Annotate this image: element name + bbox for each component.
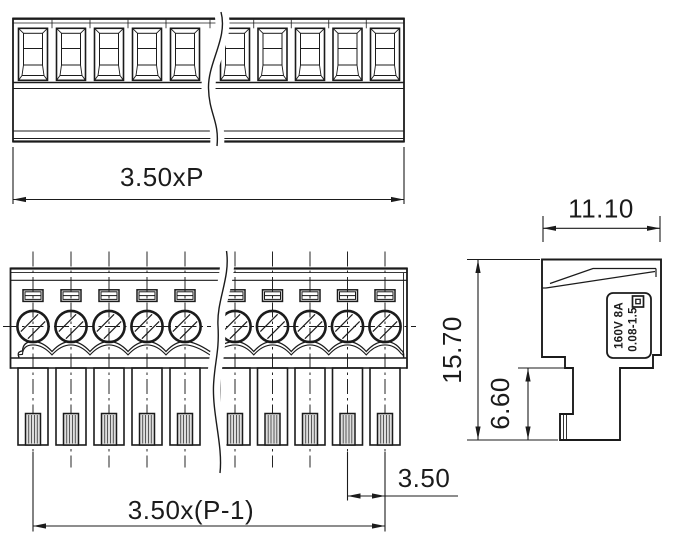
- dimensions: 3.50xP 11.10 15.70 6.60 3.50: [12, 147, 661, 532]
- fv-release-slot: [261, 289, 284, 303]
- fv-release-slot: [374, 289, 396, 303]
- screw-slot-hatch: [65, 320, 84, 340]
- screw-slot-hatch: [304, 320, 323, 340]
- tv-slot-row: [17, 19, 401, 82]
- dim-label-body-height: 15.70: [437, 316, 467, 384]
- side-view: 160V 8A 0.08-1.5: [541, 258, 662, 441]
- arrowhead-icon: [391, 196, 404, 203]
- screw-slot-hatch: [134, 313, 153, 333]
- arrowhead-icon: [475, 260, 481, 273]
- arrowhead-icon: [647, 225, 660, 231]
- tv-slot: [257, 27, 288, 82]
- dim-label-overall-width: 3.50xP: [120, 162, 204, 192]
- dim-body-height: 15.70: [437, 258, 558, 441]
- arrowhead-icon: [13, 196, 26, 203]
- tv-slot: [55, 27, 87, 82]
- screw-slot-hatch: [259, 313, 279, 333]
- fv-wire-slots: [22, 289, 396, 303]
- screw-slot-hatch: [141, 320, 160, 340]
- fv-pin: [131, 367, 163, 446]
- fv-release-slot: [174, 289, 196, 303]
- rating-label-text: 160V 8A 0.08-1.5: [614, 302, 640, 352]
- fv-pin: [369, 367, 401, 446]
- tv-slot: [131, 27, 163, 82]
- sv-funnel-lower-edge: [545, 270, 656, 289]
- arrowhead-icon: [347, 493, 361, 499]
- top-view: [12, 10, 405, 147]
- screw-slot-hatch: [96, 313, 115, 333]
- fv-release-slot: [22, 289, 44, 303]
- fv-release-slot: [336, 289, 359, 303]
- screw-slot-hatch: [179, 320, 198, 340]
- dim-pitch: 3.50: [346, 452, 458, 532]
- fv-pin: [331, 367, 364, 446]
- screw-slot-hatch: [172, 313, 191, 333]
- rating-wire-range: 0.08-1.5: [628, 307, 640, 352]
- sv-funnel-upper-edge: [549, 267, 656, 285]
- fv-pin: [55, 367, 87, 446]
- square-approval-inner-icon: [635, 298, 641, 305]
- fv-pin-row: [17, 367, 401, 446]
- arrowhead-icon: [525, 368, 531, 382]
- screw-slot-hatch: [229, 320, 248, 340]
- fv-release-slot: [136, 289, 158, 303]
- screw-slot-hatch: [20, 313, 39, 333]
- screw-slot-hatch: [341, 320, 361, 340]
- fv-pin: [294, 367, 326, 446]
- fv-pin: [256, 367, 289, 446]
- dim-pin-section-height: 6.60: [485, 367, 570, 440]
- front-view: [3, 249, 416, 474]
- screw-slot-hatch: [58, 313, 77, 333]
- screw-slot-hatch: [372, 313, 391, 333]
- screw-slot-hatch: [103, 320, 122, 340]
- dim-label-pin-section-height: 6.60: [485, 377, 515, 430]
- fv-release-slot: [299, 289, 321, 303]
- square-approval-icon: [631, 295, 645, 308]
- dim-label-pitch: 3.50: [398, 463, 451, 493]
- tv-slot: [93, 27, 125, 82]
- screw-slot-hatch: [334, 313, 354, 333]
- screw-slot-hatch: [379, 320, 398, 340]
- screw-slot-hatch: [222, 313, 241, 333]
- tv-slot: [169, 27, 201, 82]
- break-line: [212, 250, 228, 474]
- dimension-arrowheads: [13, 196, 660, 529]
- fv-pin: [169, 367, 201, 446]
- dim-pin-span: 3.50x(P-1): [32, 452, 385, 532]
- arrowhead-icon: [475, 426, 481, 440]
- tv-slot: [294, 27, 326, 82]
- rating-label: [606, 292, 652, 359]
- arrowhead-icon: [525, 426, 531, 440]
- dim-label-body-width: 11.10: [568, 194, 634, 224]
- screw-slot-hatch: [297, 313, 316, 333]
- dim-label-pin-span: 3.50x(P-1): [128, 495, 254, 525]
- arrowhead-icon: [33, 523, 46, 529]
- fv-release-slot: [60, 289, 82, 303]
- fv-pin: [17, 367, 49, 446]
- arrowhead-icon: [543, 225, 556, 231]
- fv-release-slot: [98, 289, 120, 303]
- screw-slot-hatch: [27, 320, 46, 340]
- tv-slot: [332, 27, 363, 82]
- arrowhead-icon: [372, 523, 385, 529]
- rating-voltage-current: 160V 8A: [614, 302, 626, 349]
- arrowhead-icon: [372, 493, 385, 499]
- screw-slot-hatch: [266, 320, 286, 340]
- tv-slot: [369, 27, 401, 82]
- sv-body-outline: [541, 258, 662, 441]
- tv-slot: [17, 27, 49, 82]
- fv-pin: [93, 367, 125, 446]
- dim-overall-width: 3.50xP: [12, 147, 405, 204]
- break-line: [207, 11, 224, 147]
- dim-body-width: 11.10: [542, 194, 661, 242]
- fv-scallop-upper: [17, 340, 405, 358]
